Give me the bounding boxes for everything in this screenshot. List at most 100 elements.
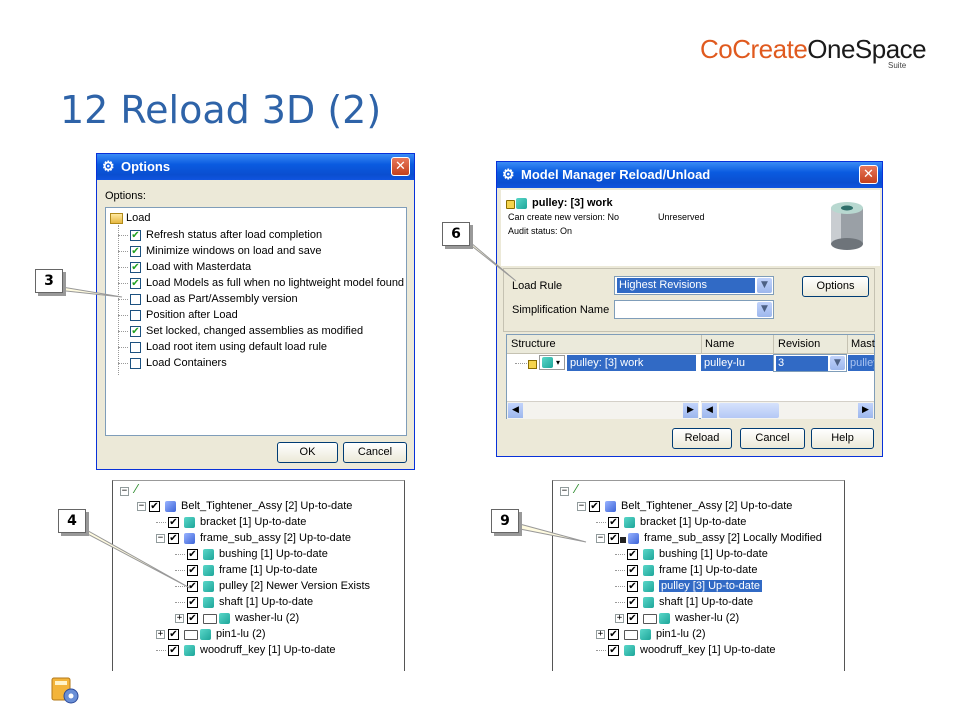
tree-checkbox[interactable] <box>608 517 619 528</box>
expander-icon[interactable]: + <box>615 613 624 623</box>
tree-item-label[interactable]: pin1-lu (2) <box>656 628 706 640</box>
tree-item-label[interactable]: frame [1] Up-to-date <box>219 564 318 576</box>
cancel-button[interactable]: Cancel <box>343 442 407 463</box>
tree-item-label[interactable]: bracket [1] Up-to-date <box>200 516 307 528</box>
expander-icon[interactable]: + <box>156 629 165 639</box>
tree-item-label[interactable]: frame_sub_assy [2] Locally Modified <box>644 532 822 544</box>
simplification-select[interactable]: ▼ <box>614 300 774 319</box>
header-name[interactable]: Name <box>705 338 735 350</box>
tree-checkbox[interactable] <box>627 597 638 608</box>
option-checkbox[interactable] <box>130 262 141 273</box>
row-type-dropdown[interactable]: ▾ <box>539 355 565 370</box>
option-checkbox[interactable] <box>130 278 141 289</box>
reload-button[interactable]: Reload <box>672 428 732 449</box>
arrow-left-icon[interactable]: ◀ <box>508 403 523 418</box>
arrow-right-icon[interactable]: ▶ <box>858 403 873 418</box>
tree-item-label[interactable]: pulley [3] Up-to-date <box>659 580 763 592</box>
tree-item-label[interactable]: Belt_Tightener_Assy [2] Up-to-date <box>621 500 793 512</box>
chevron-down-icon[interactable]: ▼ <box>757 302 772 317</box>
tree-checkbox[interactable] <box>187 613 198 624</box>
tree-checkbox[interactable] <box>168 629 179 640</box>
option-checkbox[interactable] <box>130 294 141 305</box>
arrow-right-icon[interactable]: ▶ <box>683 403 698 418</box>
option-checkbox[interactable] <box>130 230 141 241</box>
expander-icon[interactable]: + <box>596 629 605 639</box>
expander-icon[interactable]: − <box>156 533 165 543</box>
tree-checkbox[interactable] <box>187 549 198 560</box>
option-label: Refresh status after load completion <box>146 229 323 241</box>
tree-item-label[interactable]: woodruff_key [1] Up-to-date <box>200 644 336 656</box>
tree-checkbox[interactable] <box>187 597 198 608</box>
tree-item-label[interactable]: washer-lu (2) <box>675 612 740 624</box>
header-revision[interactable]: Revision <box>778 338 821 350</box>
help-button[interactable]: Help <box>811 428 874 449</box>
header-master[interactable]: Mast <box>851 338 875 350</box>
tree-checkbox[interactable] <box>187 565 198 576</box>
tree-item-label[interactable]: frame [1] Up-to-date <box>659 564 758 576</box>
tree-checkbox[interactable] <box>168 517 179 528</box>
lock-icon <box>528 360 537 369</box>
tree-checkbox[interactable] <box>608 645 619 656</box>
tree-item-label[interactable]: bushing [1] Up-to-date <box>219 548 328 560</box>
option-checkbox[interactable] <box>130 310 141 321</box>
chevron-down-icon[interactable]: ▼ <box>757 278 772 293</box>
scroll-thumb[interactable] <box>719 403 779 418</box>
header-structure[interactable]: Structure <box>511 338 556 350</box>
part-cube-icon <box>640 629 651 640</box>
gear-icon: ⚙ <box>502 166 515 182</box>
tree-item-label[interactable]: bushing [1] Up-to-date <box>659 548 768 560</box>
close-icon[interactable]: ✕ <box>859 165 878 184</box>
tree-item-label[interactable]: pulley [2] Newer Version Exists <box>219 580 371 592</box>
option-checkbox[interactable] <box>130 326 141 337</box>
row-name: pulley-lu <box>701 355 774 371</box>
expander-icon[interactable]: − <box>137 501 146 511</box>
reload-title: Model Manager Reload/Unload <box>521 167 711 182</box>
expander-icon[interactable]: − <box>596 533 605 543</box>
tree-item-label[interactable]: Belt_Tightener_Assy [2] Up-to-date <box>181 500 353 512</box>
tree-item-label[interactable]: shaft [1] Up-to-date <box>659 596 754 608</box>
tree-item-label[interactable]: woodruff_key [1] Up-to-date <box>640 644 776 656</box>
cancel-button[interactable]: Cancel <box>740 428 805 449</box>
horizontal-scrollbar-right[interactable]: ◀ ▶ <box>701 401 874 419</box>
arrow-left-icon[interactable]: ◀ <box>702 403 717 418</box>
option-checkbox[interactable] <box>130 246 141 257</box>
expander-icon[interactable]: + <box>175 613 184 623</box>
options-titlebar[interactable]: ⚙ Options ✕ <box>97 154 414 180</box>
tree-item-label[interactable]: bracket [1] Up-to-date <box>640 516 747 528</box>
tree-checkbox[interactable] <box>168 533 179 544</box>
brand-logo: CoCreateOneSpace <box>700 34 927 65</box>
tree-checkbox[interactable] <box>608 533 619 544</box>
tree-checkbox[interactable] <box>149 501 160 512</box>
revision-select[interactable]: 3 ▼ <box>773 354 847 372</box>
close-icon[interactable]: ✕ <box>391 157 410 176</box>
tree-checkbox[interactable] <box>627 581 638 592</box>
tree-item-label[interactable]: pin1-lu (2) <box>216 628 266 640</box>
tree-checkbox[interactable] <box>589 501 600 512</box>
tree-checkbox[interactable] <box>168 645 179 656</box>
tree-item-label[interactable]: shaft [1] Up-to-date <box>219 596 314 608</box>
reload-dialog: ⚙ Model Manager Reload/Unload ✕ pulley: … <box>496 161 883 457</box>
expander-icon[interactable]: − <box>560 486 569 496</box>
expander-icon[interactable]: − <box>577 501 586 511</box>
option-checkbox[interactable] <box>130 342 141 353</box>
reload-titlebar[interactable]: ⚙ Model Manager Reload/Unload ✕ <box>497 162 882 188</box>
tree-checkbox[interactable] <box>608 629 619 640</box>
options-root-item[interactable]: Load <box>126 212 151 224</box>
load-rule-select[interactable]: Highest Revisions ▼ <box>614 276 774 295</box>
assembly-icon <box>184 533 195 544</box>
expander-icon[interactable]: − <box>120 486 129 496</box>
chevron-down-icon[interactable]: ▼ <box>830 356 845 370</box>
tree-checkbox[interactable] <box>627 549 638 560</box>
horizontal-scrollbar-left[interactable]: ◀ ▶ <box>507 401 699 419</box>
options-button[interactable]: Options <box>802 276 869 297</box>
tree-item-label[interactable]: washer-lu (2) <box>235 612 300 624</box>
option-checkbox[interactable] <box>130 358 141 369</box>
table-row[interactable]: ▾ pulley: [3] work pulley-lu 3 ▼ pulley <box>507 354 874 372</box>
ok-button[interactable]: OK <box>277 442 338 463</box>
tree-checkbox[interactable] <box>627 565 638 576</box>
tree-checkbox[interactable] <box>627 613 638 624</box>
callout-3: 3 <box>35 269 63 293</box>
part-cube-icon <box>516 198 527 209</box>
tree-item-label[interactable]: frame_sub_assy [2] Up-to-date <box>200 532 352 544</box>
folder-icon <box>643 614 657 624</box>
